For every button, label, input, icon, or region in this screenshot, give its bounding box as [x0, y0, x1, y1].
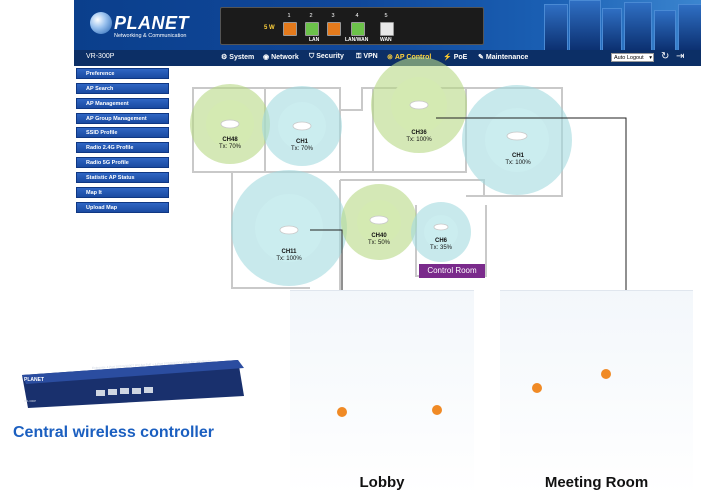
nav-security[interactable]: ⛉Security: [309, 53, 344, 61]
building-graphic: [654, 10, 676, 50]
ap-tx-power: Tx: 100%: [276, 256, 302, 262]
nav-network[interactable]: ◉Network: [263, 53, 299, 61]
router-device-image: [22, 360, 244, 408]
ap-channel: CH1: [511, 153, 524, 159]
globe-icon: ◉: [263, 54, 270, 61]
auto-logout-value: Auto Logout: [614, 55, 644, 61]
building-graphic: [569, 0, 601, 50]
building-graphic: [544, 4, 568, 50]
nav-vpn[interactable]: ⚿VPN: [356, 53, 378, 61]
device-model: VR-300P: [24, 399, 37, 403]
meeting-room-title: Meeting Room: [544, 474, 649, 491]
nav-vpn-label: VPN: [363, 53, 378, 60]
globe-logo-icon: [90, 12, 112, 34]
chevron-down-icon: ▾: [649, 55, 652, 61]
brand-tagline: Networking & Communication: [114, 33, 187, 39]
ap-tx-power: Tx: 70%: [290, 146, 313, 152]
ap-channel: CH48: [222, 137, 238, 143]
building-graphic: [624, 2, 652, 50]
port-number: 4: [355, 13, 359, 19]
ap-tx-power: Tx: 35%: [429, 245, 452, 251]
nav-poe-label: PoE: [453, 54, 468, 61]
ap-channel: CH1: [295, 139, 308, 145]
auto-logout-select[interactable]: Auto Logout ▾: [611, 53, 654, 62]
ap-device-icons: [220, 100, 528, 235]
lan-group-label: LAN: [309, 37, 320, 43]
poe-icon: ⚡: [443, 54, 452, 61]
sidebar-item-ap-search[interactable]: AP Search: [76, 83, 169, 94]
ap-tx-power: Tx: 100%: [505, 160, 531, 166]
port-number: 2: [309, 13, 313, 19]
brand-name: PLANET: [114, 13, 189, 33]
ap-channel: CH6: [434, 238, 447, 244]
nav-maintenance[interactable]: ✎Maintenance: [478, 53, 528, 61]
lan-port-3-icon[interactable]: [327, 22, 341, 36]
device-caption: Central wireless controller: [13, 424, 214, 441]
lobby-title: Lobby: [359, 474, 405, 491]
nav-system-label: System: [229, 54, 255, 61]
ap-tx-power: Tx: 50%: [367, 240, 390, 246]
header-banner: PLANET Networking & Communication 5 W 1 …: [74, 0, 701, 50]
port-number: 3: [331, 13, 335, 19]
sidebar-item-statistic-ap-status[interactable]: Statistic AP Status: [76, 172, 169, 183]
sidebar-item-ap-management[interactable]: AP Management: [76, 98, 169, 109]
sidebar-item-preference[interactable]: Preference: [76, 68, 169, 79]
lanwan-port-4-icon[interactable]: [351, 22, 365, 36]
sidebar-item-ap-group-management[interactable]: AP Group Management: [76, 113, 169, 124]
wan-group-label: WAN: [380, 37, 392, 43]
ap-tx-power: Tx: 100%: [406, 137, 432, 143]
ap-channel: CH40: [371, 233, 387, 239]
control-room-label: Control Room: [419, 264, 485, 278]
sidebar-item-upload-map[interactable]: Upload Map: [76, 202, 169, 213]
gear-icon: ⚙: [221, 54, 228, 61]
key-icon: ⚿: [356, 53, 362, 60]
device-brand: PLANET: [24, 377, 44, 383]
wrench-icon: ✎: [478, 54, 484, 61]
sidebar-item-ssid-profile[interactable]: SSID Profile: [76, 127, 169, 138]
power-readout: 5 W: [264, 25, 275, 31]
nav-maintenance-label: Maintenance: [485, 54, 529, 61]
building-graphic: [678, 4, 701, 50]
lobby-scene: Lobby: [290, 290, 474, 495]
logout-icon[interactable]: ⇥: [676, 51, 685, 62]
wan-port-5-icon[interactable]: [380, 22, 394, 36]
lan-port-1-icon[interactable]: [283, 22, 297, 36]
meeting-room-scene: Meeting Room: [500, 290, 693, 495]
model-name: VR-300P: [86, 53, 115, 60]
port-number: 1: [287, 13, 291, 19]
sidebar-item-map-it[interactable]: Map It: [76, 187, 169, 198]
refresh-icon[interactable]: ↻: [661, 51, 670, 62]
shield-icon: ⛉: [309, 53, 315, 60]
connector-lines: [310, 117, 627, 302]
ap-channel: CH36: [411, 130, 427, 136]
lan-port-2-icon[interactable]: [305, 22, 319, 36]
port-status-panel: 5 W 1 2 3 4 5 LAN LAN/WAN WAN: [220, 7, 484, 45]
port-number: 5: [384, 13, 388, 19]
nav-network-label: Network: [271, 54, 299, 61]
ap-channel: CH11: [281, 249, 297, 255]
ap-icon: ⊚: [387, 54, 393, 61]
ap-tx-power: Tx: 70%: [218, 144, 241, 150]
building-graphic: [602, 8, 622, 50]
sidebar-item-radio-5g-profile[interactable]: Radio 5G Profile: [76, 157, 169, 168]
sidebar-item-radio-24g-profile[interactable]: Radio 2.4G Profile: [76, 142, 169, 153]
lanwan-group-label: LAN/WAN: [345, 37, 369, 43]
nav-poe[interactable]: ⚡PoE: [443, 53, 467, 61]
nav-system[interactable]: ⚙System: [221, 53, 254, 61]
nav-security-label: Security: [316, 53, 344, 60]
